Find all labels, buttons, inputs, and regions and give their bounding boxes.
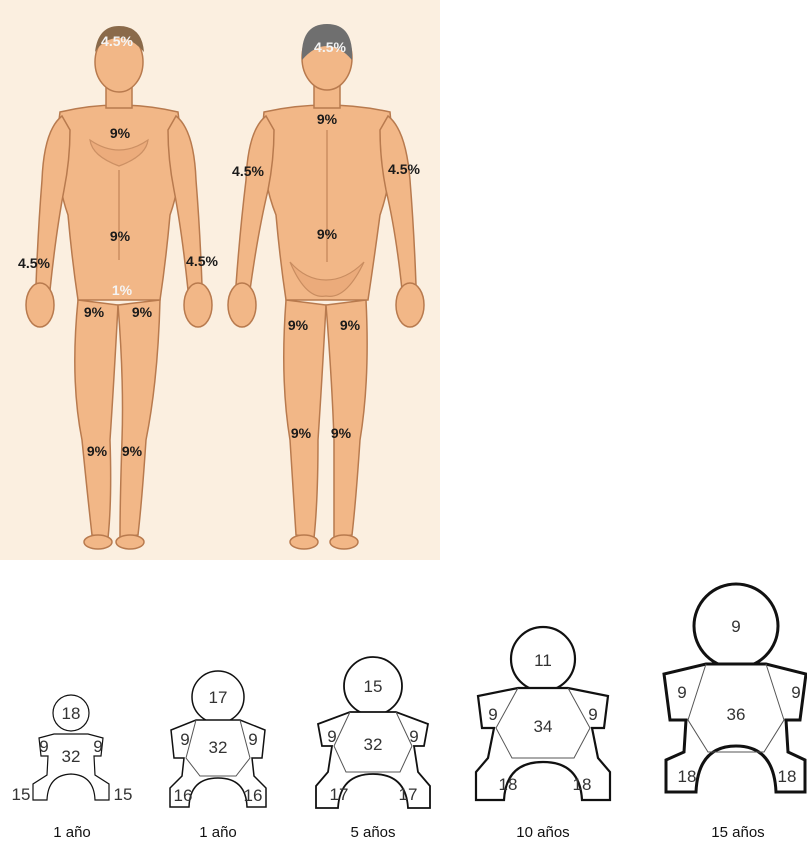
front-arm-left-percent: 4.5% [18,255,50,271]
child-3-arm-right-value: 9 [409,727,418,746]
child-1-head-value: 18 [62,704,81,723]
child-5-arm-left-value: 9 [677,683,686,702]
child-figure-5: 9 36 9 9 18 18 15 años [664,584,806,841]
child-3-trunk-value: 32 [364,735,383,754]
back-thigh-left-percent: 9% [288,317,309,333]
child-5-leg-right-value: 18 [778,767,797,786]
front-arm-right-percent: 4.5% [186,253,218,269]
back-lower-percent: 9% [317,226,338,242]
child-4-leg-left-value: 18 [499,775,518,794]
child-1-trunk-value: 32 [62,747,81,766]
child-3-head-value: 15 [364,677,383,696]
back-body-figure [228,24,424,549]
child-5-trunk-value: 36 [727,705,746,724]
back-arm-right-percent: 4.5% [388,161,420,177]
back-head-percent: 4.5% [314,39,346,55]
front-thigh-right-percent: 9% [132,304,153,320]
child-4-arm-left-value: 9 [488,705,497,724]
child-2-arm-left-value: 9 [180,730,189,749]
child-5-leg-left-value: 18 [678,767,697,786]
child-2-leg-right-value: 16 [244,786,263,805]
back-arm-left-percent: 4.5% [232,163,264,179]
child-5-age-caption: 15 años [711,824,764,841]
rule-of-nines-adult-illustration: 4.5% 9% 9% 4.5% 4.5% 1% 9% 9% 9% 9% 4.5%… [0,0,440,560]
child-5-arm-right-value: 9 [791,683,800,702]
child-5-head-value: 9 [731,617,740,636]
child-figure-2: 17 32 9 9 16 16 1 año [170,671,266,841]
child-3-leg-left-value: 17 [330,785,349,804]
child-2-leg-left-value: 16 [174,786,193,805]
child-figure-1: 18 32 9 9 15 15 1 año [12,695,133,841]
front-leg-left-percent: 9% [87,443,108,459]
front-thigh-left-percent: 9% [84,304,105,320]
child-4-trunk-value: 34 [534,717,553,736]
child-1-arm-left-value: 9 [39,737,48,756]
child-3-leg-right-value: 17 [399,785,418,804]
back-leg-left-percent: 9% [291,425,312,441]
child-4-leg-right-value: 18 [573,775,592,794]
child-1-arm-right-value: 9 [93,737,102,756]
child-2-head-value: 17 [209,688,228,707]
pediatric-body-charts: 18 32 9 9 15 15 1 año 17 32 9 9 16 16 1 … [0,560,807,842]
child-2-trunk-value: 32 [209,738,228,757]
back-leg-right-percent: 9% [331,425,352,441]
front-genitals-percent: 1% [112,282,133,298]
child-2-arm-right-value: 9 [248,730,257,749]
child-1-leg-left-value: 15 [12,785,31,804]
child-4-age-caption: 10 años [516,824,569,841]
child-3-arm-left-value: 9 [327,727,336,746]
child-4-head-value: 11 [534,651,552,670]
front-chest-percent: 9% [110,125,131,141]
front-abdomen-percent: 9% [110,228,131,244]
child-figure-3: 15 32 9 9 17 17 5 años [316,657,430,841]
front-leg-right-percent: 9% [122,443,143,459]
child-1-age-caption: 1 año [53,824,91,841]
front-head-percent: 4.5% [101,33,133,49]
child-3-age-caption: 5 años [350,824,395,841]
child-1-leg-right-value: 15 [114,785,133,804]
child-4-arm-right-value: 9 [588,705,597,724]
child-figure-4: 11 34 9 9 18 18 10 años [476,627,610,841]
back-thigh-right-percent: 9% [340,317,361,333]
child-2-age-caption: 1 año [199,824,237,841]
back-upper-percent: 9% [317,111,338,127]
